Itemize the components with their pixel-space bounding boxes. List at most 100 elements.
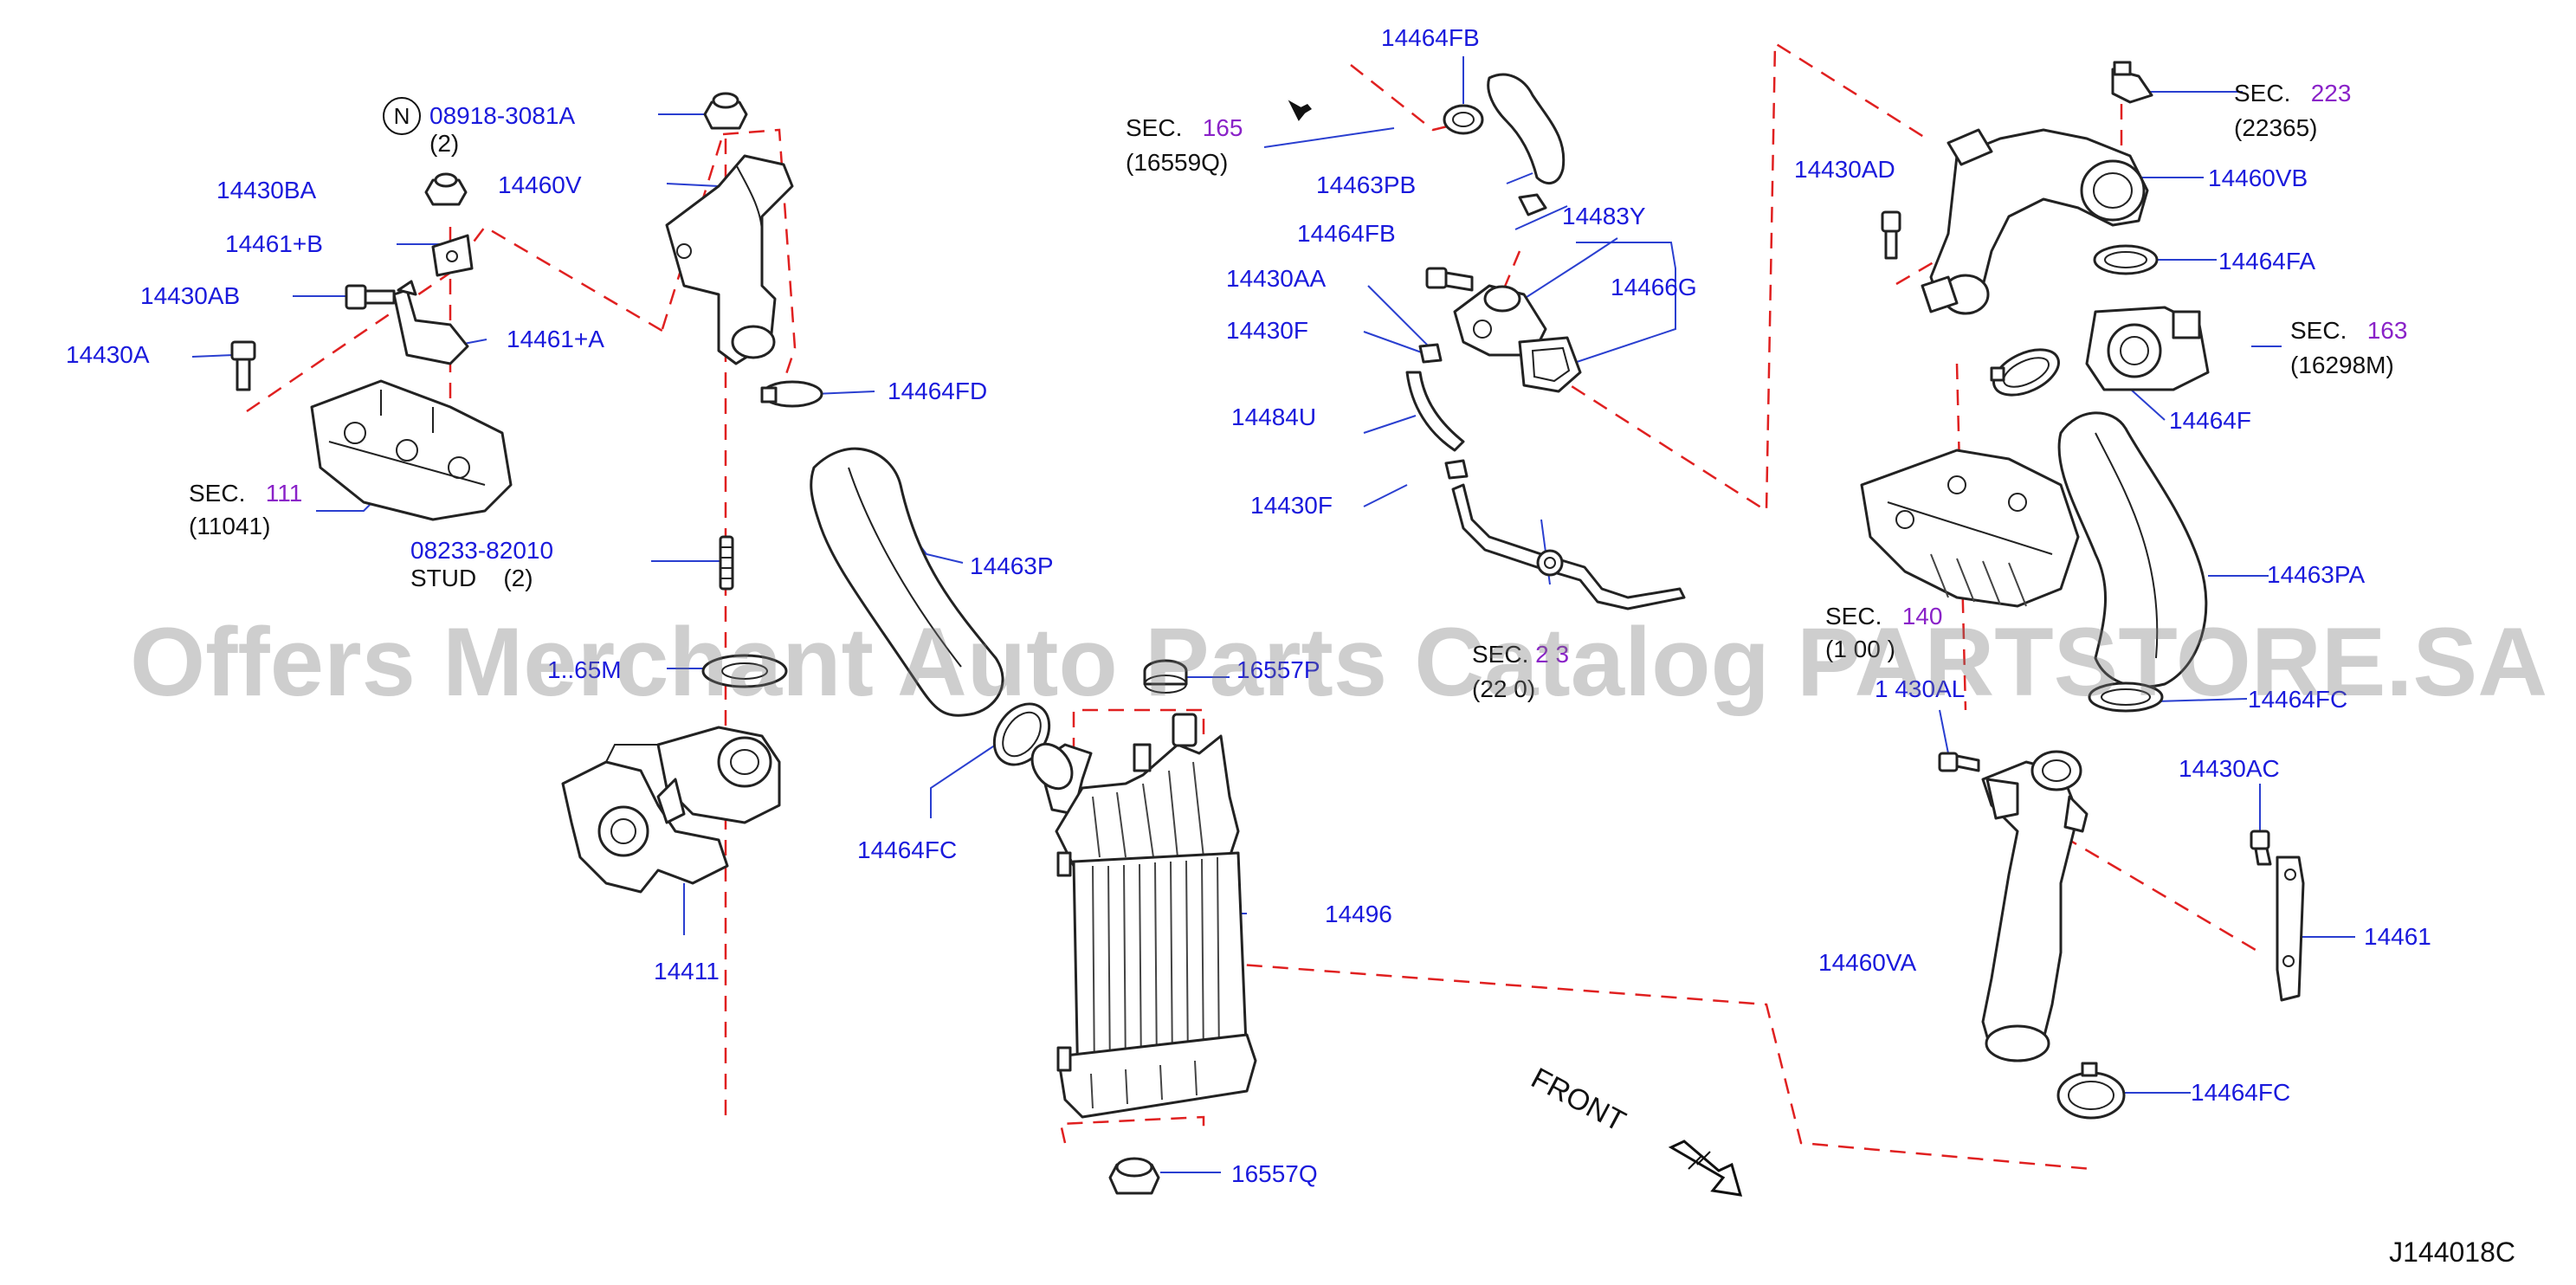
bolt-14430AC[interactable] <box>2250 830 2272 866</box>
label-16557P[interactable]: 16557P <box>1236 656 1320 683</box>
arrow-sec165-icon <box>1288 100 1312 121</box>
label-sec111-sub: (11041) <box>189 513 271 539</box>
intake-manifold-sec140[interactable] <box>1860 449 2080 608</box>
sensor-sec223[interactable] <box>2111 61 2153 104</box>
inlet-pipe-14460VA[interactable] <box>1981 750 2089 1062</box>
label-14461[interactable]: 14461 <box>2364 923 2431 950</box>
label-sec111[interactable]: SEC. 111 <box>189 480 302 507</box>
label-14464FD[interactable]: 14464FD <box>888 378 988 404</box>
clamp-14464F[interactable] <box>1986 340 2065 404</box>
bolt-14430AB[interactable] <box>345 284 396 310</box>
stud-08233[interactable] <box>719 535 734 591</box>
n-symbol: N <box>383 97 421 135</box>
bracket-14461B[interactable] <box>431 234 474 277</box>
clip-14430F-b[interactable] <box>1444 459 1469 480</box>
label-14430A[interactable]: 14430A <box>66 341 150 368</box>
sec-word: SEC. <box>189 480 246 507</box>
cap-16557P[interactable] <box>1143 659 1188 694</box>
label-08918-3081A[interactable]: 08918-3081A <box>429 102 576 129</box>
clamp-14464FC-r2[interactable] <box>2056 1062 2126 1120</box>
label-gasket-left[interactable]: 1..65M <box>547 656 622 683</box>
label-14464FB-top[interactable]: 14464FB <box>1381 24 1480 51</box>
label-14461B[interactable]: 14461+B <box>225 230 323 257</box>
exhaust-manifold-sec111[interactable] <box>310 379 513 521</box>
clip-14430F-a[interactable] <box>1418 343 1443 364</box>
outlet-pipe-14460V[interactable] <box>665 154 794 365</box>
label-14464FA[interactable]: 14464FA <box>2218 248 2316 274</box>
intercooler-14496[interactable] <box>1024 713 1257 1119</box>
bolt-14430AL[interactable] <box>1938 752 1980 772</box>
label-14430AA[interactable]: 14430AA <box>1226 265 1327 292</box>
sec-word: SEC. <box>2234 80 2291 107</box>
label-sec165-sub: (16559Q) <box>1126 149 1229 176</box>
label-14411[interactable]: 14411 <box>654 958 720 985</box>
sec111-number: 111 <box>265 480 303 507</box>
sec-mid-number: 2 3 <box>1535 641 1570 668</box>
bolt-14430AA[interactable] <box>1425 267 1474 292</box>
clamp-14464FB-top[interactable] <box>1443 104 1484 135</box>
clamp-14464FD[interactable] <box>760 380 823 408</box>
sec-word: SEC. <box>1825 603 1882 630</box>
label-14466G[interactable]: 14466G <box>1611 274 1697 300</box>
label-14430F-b[interactable]: 14430F <box>1250 492 1333 519</box>
label-14464FB[interactable]: 14464FB <box>1297 220 1396 247</box>
label-14460VA[interactable]: 14460VA <box>1818 949 1917 976</box>
sec223-number: 223 <box>2310 80 2352 107</box>
label-14484U[interactable]: 14484U <box>1231 404 1317 430</box>
label-14460V[interactable]: 14460V <box>498 171 582 198</box>
label-14464F[interactable]: 14464F <box>2169 407 2251 434</box>
bracket-14461A[interactable] <box>392 280 469 365</box>
label-sec223[interactable]: SEC. 223 <box>2234 80 2351 107</box>
nut-08918[interactable] <box>703 92 748 130</box>
sec-word: SEC. <box>2290 317 2347 344</box>
clamp-14464FC-r1[interactable] <box>2088 681 2164 713</box>
hose-14463PB[interactable] <box>1487 73 1566 185</box>
bracket-14461[interactable] <box>2276 856 2305 1002</box>
label-14463PA[interactable]: 14463PA <box>2267 561 2366 588</box>
label-08233-note: STUD (2) <box>410 565 533 592</box>
label-14430AD[interactable]: 14430AD <box>1794 156 1895 183</box>
clip-14464FB[interactable] <box>1518 193 1547 216</box>
label-08233-82010[interactable]: 08233-82010 <box>410 537 554 564</box>
turbocharger-14411[interactable] <box>561 726 781 894</box>
label-14464FC-r1[interactable]: 14464FC <box>2248 686 2348 713</box>
throttle-body-sec163[interactable] <box>2085 306 2210 391</box>
label-14430AC[interactable]: 14430AC <box>2179 755 2280 782</box>
stud-qty: (2) <box>503 565 533 591</box>
label-sec223-sub: (22365) <box>2234 114 2318 141</box>
label-14463PB[interactable]: 14463PB <box>1316 171 1417 198</box>
label-14430AB[interactable]: 14430AB <box>140 282 241 309</box>
label-16557Q[interactable]: 16557Q <box>1231 1160 1318 1187</box>
hose-14463P[interactable] <box>810 447 1004 717</box>
label-14460VB[interactable]: 14460VB <box>2208 165 2308 191</box>
front-arrow-icon <box>1668 1140 1743 1197</box>
water-pipe-sec223[interactable] <box>1451 483 1686 610</box>
hose-14463PA[interactable] <box>2057 411 2208 688</box>
label-14430BA[interactable]: 14430BA <box>216 177 317 203</box>
nut-14430BA[interactable] <box>424 172 468 206</box>
hose-14484U[interactable] <box>1405 371 1465 452</box>
label-sec-mid[interactable]: SEC. 2 3 <box>1472 641 1569 668</box>
label-14461A[interactable]: 14461+A <box>507 326 604 352</box>
label-sec163[interactable]: SEC. 163 <box>2290 317 2407 345</box>
gasket-left[interactable] <box>701 654 788 688</box>
label-14496[interactable]: 14496 <box>1325 901 1392 927</box>
sec165-number: 165 <box>1202 114 1243 141</box>
label-sec140[interactable]: SEC. 140 <box>1825 603 1942 630</box>
label-14430F-a[interactable]: 14430F <box>1226 317 1308 344</box>
label-sec165[interactable]: SEC. 165 <box>1126 114 1243 142</box>
water-outlet-14483Y[interactable] <box>1453 284 1547 357</box>
bolt-14430AD[interactable] <box>1881 210 1901 260</box>
label-14463P[interactable]: 14463P <box>970 552 1054 579</box>
bolt-14430A[interactable] <box>230 340 256 391</box>
sec163-number: 163 <box>2366 317 2408 344</box>
cap-16557Q[interactable] <box>1108 1157 1160 1195</box>
label-14464FC-mid[interactable]: 14464FC <box>857 836 958 863</box>
label-14430AL[interactable]: 1 430AL <box>1875 675 1966 702</box>
gasket-14466G[interactable] <box>1518 336 1582 393</box>
label-14464FC-r2[interactable]: 14464FC <box>2191 1079 2291 1106</box>
label-14483Y[interactable]: 14483Y <box>1562 203 1646 229</box>
sec140-number: 140 <box>1901 603 1943 630</box>
inlet-pipe-14460VB[interactable] <box>1921 128 2149 315</box>
clamp-14464FA[interactable] <box>2093 244 2159 275</box>
